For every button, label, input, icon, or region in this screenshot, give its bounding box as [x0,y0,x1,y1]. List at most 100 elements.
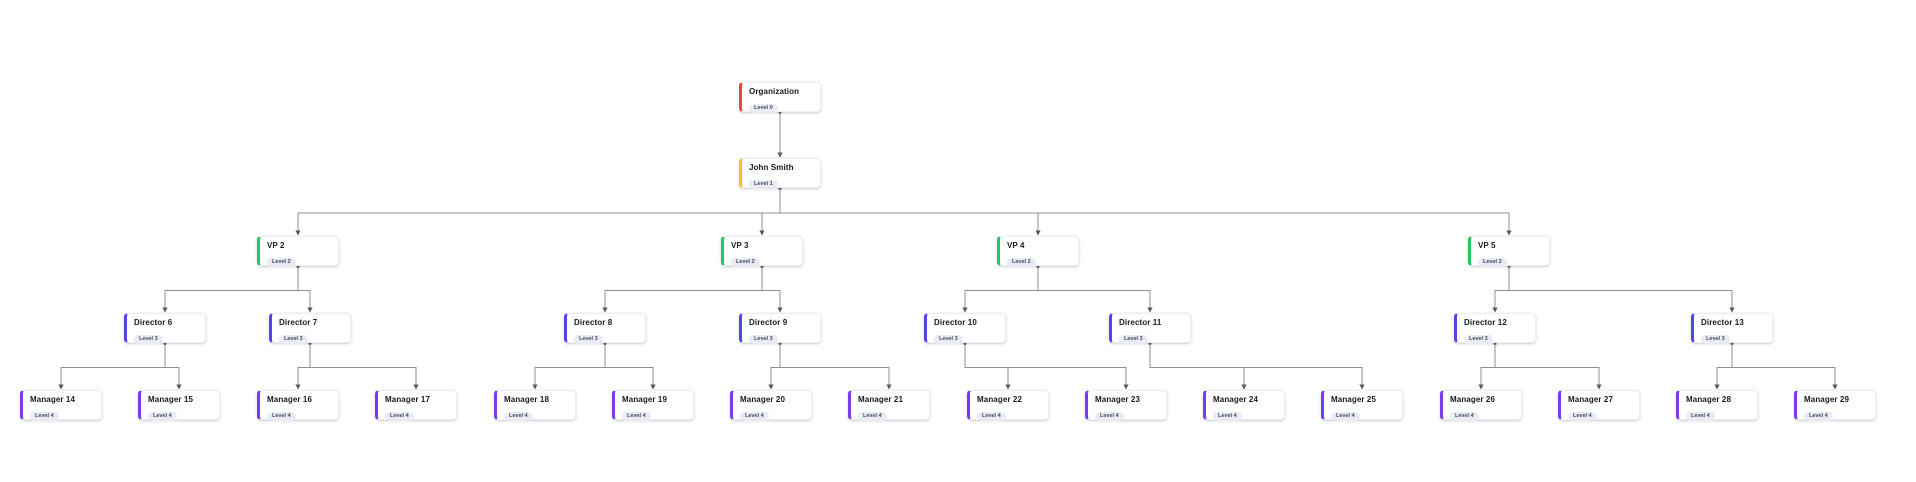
level-badge: Level 4 [740,411,769,422]
org-chart-node-director-11[interactable]: Director 11 Level 3 [1109,313,1191,345]
node-title: Manager 15 [148,395,194,404]
org-chart-node-manager-29[interactable]: Manager 29 Level 4 [1794,390,1876,422]
arrowhead-icon [1492,307,1498,313]
arrowhead-icon [1729,307,1735,313]
level-badge: Level 4 [977,411,1006,422]
node-title: Director 13 [1701,318,1744,327]
level-badge: Level 4 [858,411,887,422]
connector [534,343,606,389]
connector [1037,266,1151,312]
level-badge: Level 4 [1804,411,1833,422]
level-badge: Level 4 [148,411,177,422]
node-title: Manager 19 [622,395,668,404]
org-chart-node-vp-3[interactable]: VP 3 Level 2 [721,236,803,268]
connector [1494,266,1510,312]
node-title: Organization [749,87,800,96]
node-title: Manager 23 [1095,395,1141,404]
org-chart-node-manager-15[interactable]: Manager 15 Level 4 [138,390,220,422]
connector [60,343,166,389]
node-title: Manager 14 [30,395,76,404]
connector [297,266,311,312]
node-title: Manager 21 [858,395,904,404]
node-title: Manager 18 [504,395,550,404]
node-title: Director 6 [134,318,173,327]
org-chart-node-vp-5[interactable]: VP 5 Level 2 [1468,236,1550,268]
arrowhead-icon [1714,384,1720,390]
connector [164,266,299,312]
org-chart-node-manager-18[interactable]: Manager 18 Level 4 [494,390,576,422]
node-title: VP 2 [267,241,285,250]
org-chart-node-manager-17[interactable]: Manager 17 Level 4 [375,390,457,422]
org-chart-node-director-9[interactable]: Director 9 Level 3 [739,313,821,345]
org-chart-node-director-10[interactable]: Director 10 Level 3 [924,313,1006,345]
level-badge: Level 2 [1007,257,1036,268]
node-title: Manager 26 [1450,395,1496,404]
arrowhead-icon [1478,384,1484,390]
org-chart-node-director-13[interactable]: Director 13 Level 3 [1691,313,1773,345]
org-chart-node-manager-28[interactable]: Manager 28 Level 4 [1676,390,1758,422]
node-title: Director 7 [279,318,318,327]
level-badge: Level 4 [30,411,59,422]
arrowhead-icon [1241,384,1247,390]
connector [604,343,654,389]
org-chart-node-manager-22[interactable]: Manager 22 Level 4 [967,390,1049,422]
org-chart-node-vp-4[interactable]: VP 4 Level 2 [997,236,1079,268]
level-badge: Level 4 [1331,411,1360,422]
level-badge: Level 4 [504,411,533,422]
org-chart-node-manager-14[interactable]: Manager 14 Level 4 [20,390,102,422]
org-chart-node-manager-26[interactable]: Manager 26 Level 4 [1440,390,1522,422]
node-title: Manager 17 [385,395,431,404]
org-chart-node-manager-20[interactable]: Manager 20 Level 4 [730,390,812,422]
level-badge: Level 3 [934,334,963,345]
node-title: John Smith [749,163,794,172]
org-chart-node-manager-24[interactable]: Manager 24 Level 4 [1203,390,1285,422]
connector [309,343,417,389]
org-chart-node-director-12[interactable]: Director 12 Level 3 [1454,313,1536,345]
org-chart-node-manager-27[interactable]: Manager 27 Level 4 [1558,390,1640,422]
connector [1149,343,1363,389]
org-chart-node-manager-19[interactable]: Manager 19 Level 4 [612,390,694,422]
level-badge: Level 3 [1701,334,1730,345]
org-chart-node-director-7[interactable]: Director 7 Level 3 [269,313,351,345]
arrowhead-icon [602,307,608,313]
org-chart-node-manager-21[interactable]: Manager 21 Level 4 [848,390,930,422]
connector [604,266,763,312]
node-title: Manager 20 [740,395,786,404]
arrowhead-icon [1147,307,1153,313]
org-chart-node-john-smith[interactable]: John Smith Level 1 [739,158,821,190]
arrowhead-icon [1035,230,1041,236]
node-title: Manager 25 [1331,395,1377,404]
node-title: Director 11 [1119,318,1162,327]
level-badge: Level 4 [267,411,296,422]
level-badge: Level 3 [1464,334,1493,345]
org-chart-node-manager-16[interactable]: Manager 16 Level 4 [257,390,339,422]
level-badge: Level 3 [1119,334,1148,345]
org-chart-node-manager-23[interactable]: Manager 23 Level 4 [1085,390,1167,422]
org-chart-node-director-6[interactable]: Director 6 Level 3 [124,313,206,345]
arrowhead-icon [1506,230,1512,236]
org-chart-node-manager-25[interactable]: Manager 25 Level 4 [1321,390,1403,422]
arrowhead-icon [1596,384,1602,390]
org-chart-node-director-8[interactable]: Director 8 Level 3 [564,313,646,345]
connector [779,188,1510,235]
node-title: Director 8 [574,318,613,327]
arrowhead-icon [58,384,64,390]
arrowhead-icon [1832,384,1838,390]
connector [1731,343,1836,389]
level-badge: Level 4 [1095,411,1124,422]
level-badge: Level 4 [385,411,414,422]
level-badge: Level 2 [731,257,760,268]
level-badge: Level 3 [279,334,308,345]
arrowhead-icon [1359,384,1365,390]
level-badge: Level 4 [1450,411,1479,422]
connector [964,266,1039,312]
org-chart-node-organization[interactable]: Organization Level 0 [739,82,821,114]
connector [1716,343,1733,389]
arrowhead-icon [532,384,538,390]
connector [297,188,781,235]
org-chart-node-vp-2[interactable]: VP 2 Level 2 [257,236,339,268]
node-title: Manager 28 [1686,395,1732,404]
node-title: Manager 27 [1568,395,1614,404]
arrowhead-icon [768,384,774,390]
